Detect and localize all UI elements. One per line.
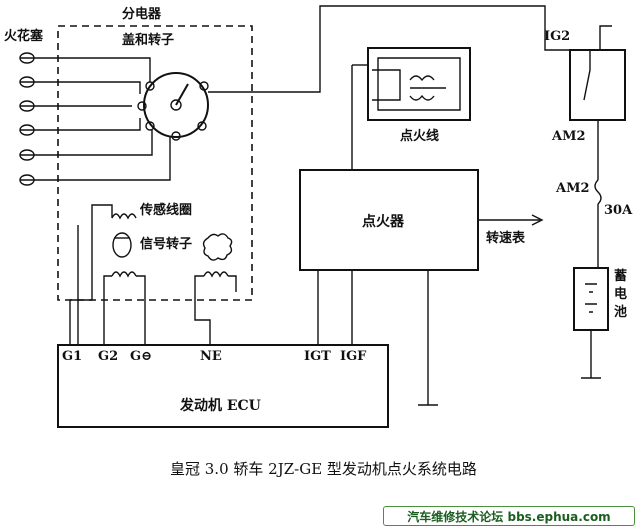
spark-plugs-label: 火花塞: [4, 28, 44, 44]
plug-leads: [40, 57, 171, 181]
tachometer-label: 转速表: [486, 230, 526, 246]
ignition-coil: [351, 47, 471, 170]
battery-label-char: 蓄: [614, 268, 627, 284]
forum-footer: 汽车维修技术论坛 bbs.ephua.com: [383, 506, 635, 526]
sensor-assembly: [91, 204, 233, 278]
battery-label-text: 蓄电池: [614, 268, 627, 320]
pin-gneg-label: G⊖: [130, 349, 152, 364]
cap-rotor-label: 盖和转子: [122, 32, 174, 48]
signal-rotor-label: 信号转子: [140, 236, 192, 252]
ignition-coil-label: 点火线: [400, 128, 439, 144]
igniter-label: 点火器: [362, 213, 405, 230]
am2-fuse-label: AM2: [555, 181, 590, 196]
distributor-cap: [137, 72, 209, 141]
spark-plug-2: [19, 76, 40, 88]
igniter-box: [299, 169, 479, 271]
spark-plug-5: [19, 149, 40, 161]
battery-label: 蓄电池: [614, 268, 627, 320]
spark-plug-6: [19, 174, 40, 186]
ecu-box: [57, 344, 389, 428]
fuse-rating-label: 30A: [604, 203, 633, 218]
pin-igt-label: IGT: [304, 349, 331, 364]
spark-plug-group: [19, 52, 40, 186]
diagram-caption: 皇冠 3.0 轿车 2JZ-GE 型发动机点火系统电路: [170, 460, 477, 478]
am2-switch-label: AM2: [551, 129, 586, 144]
forum-footer-text: 汽车维修技术论坛 bbs.ephua.com: [407, 509, 611, 524]
ecu-label: 发动机 ECU: [179, 397, 261, 414]
pin-g1-label: G1: [62, 349, 82, 364]
sensor-coil-label: 传感线圈: [139, 202, 192, 218]
pin-igf-label: IGF: [340, 349, 367, 364]
pin-ne-label: NE: [200, 349, 222, 364]
sensor-wiring: [69, 215, 237, 345]
spark-plug-3: [19, 100, 40, 112]
battery-label-char: 池: [614, 304, 627, 320]
tachometer-arrow: [531, 214, 544, 226]
pin-g2-label: G2: [98, 349, 118, 364]
ig2-label: IG2: [544, 29, 570, 44]
spark-plug-1: [19, 52, 40, 64]
hv-lead: [208, 5, 546, 93]
spark-plug-4: [19, 124, 40, 136]
power-supply: [544, 25, 626, 379]
distributor-enclosure: [57, 25, 253, 301]
distributor-label: 分电器: [122, 6, 162, 22]
battery-label-char: 电: [614, 286, 627, 302]
